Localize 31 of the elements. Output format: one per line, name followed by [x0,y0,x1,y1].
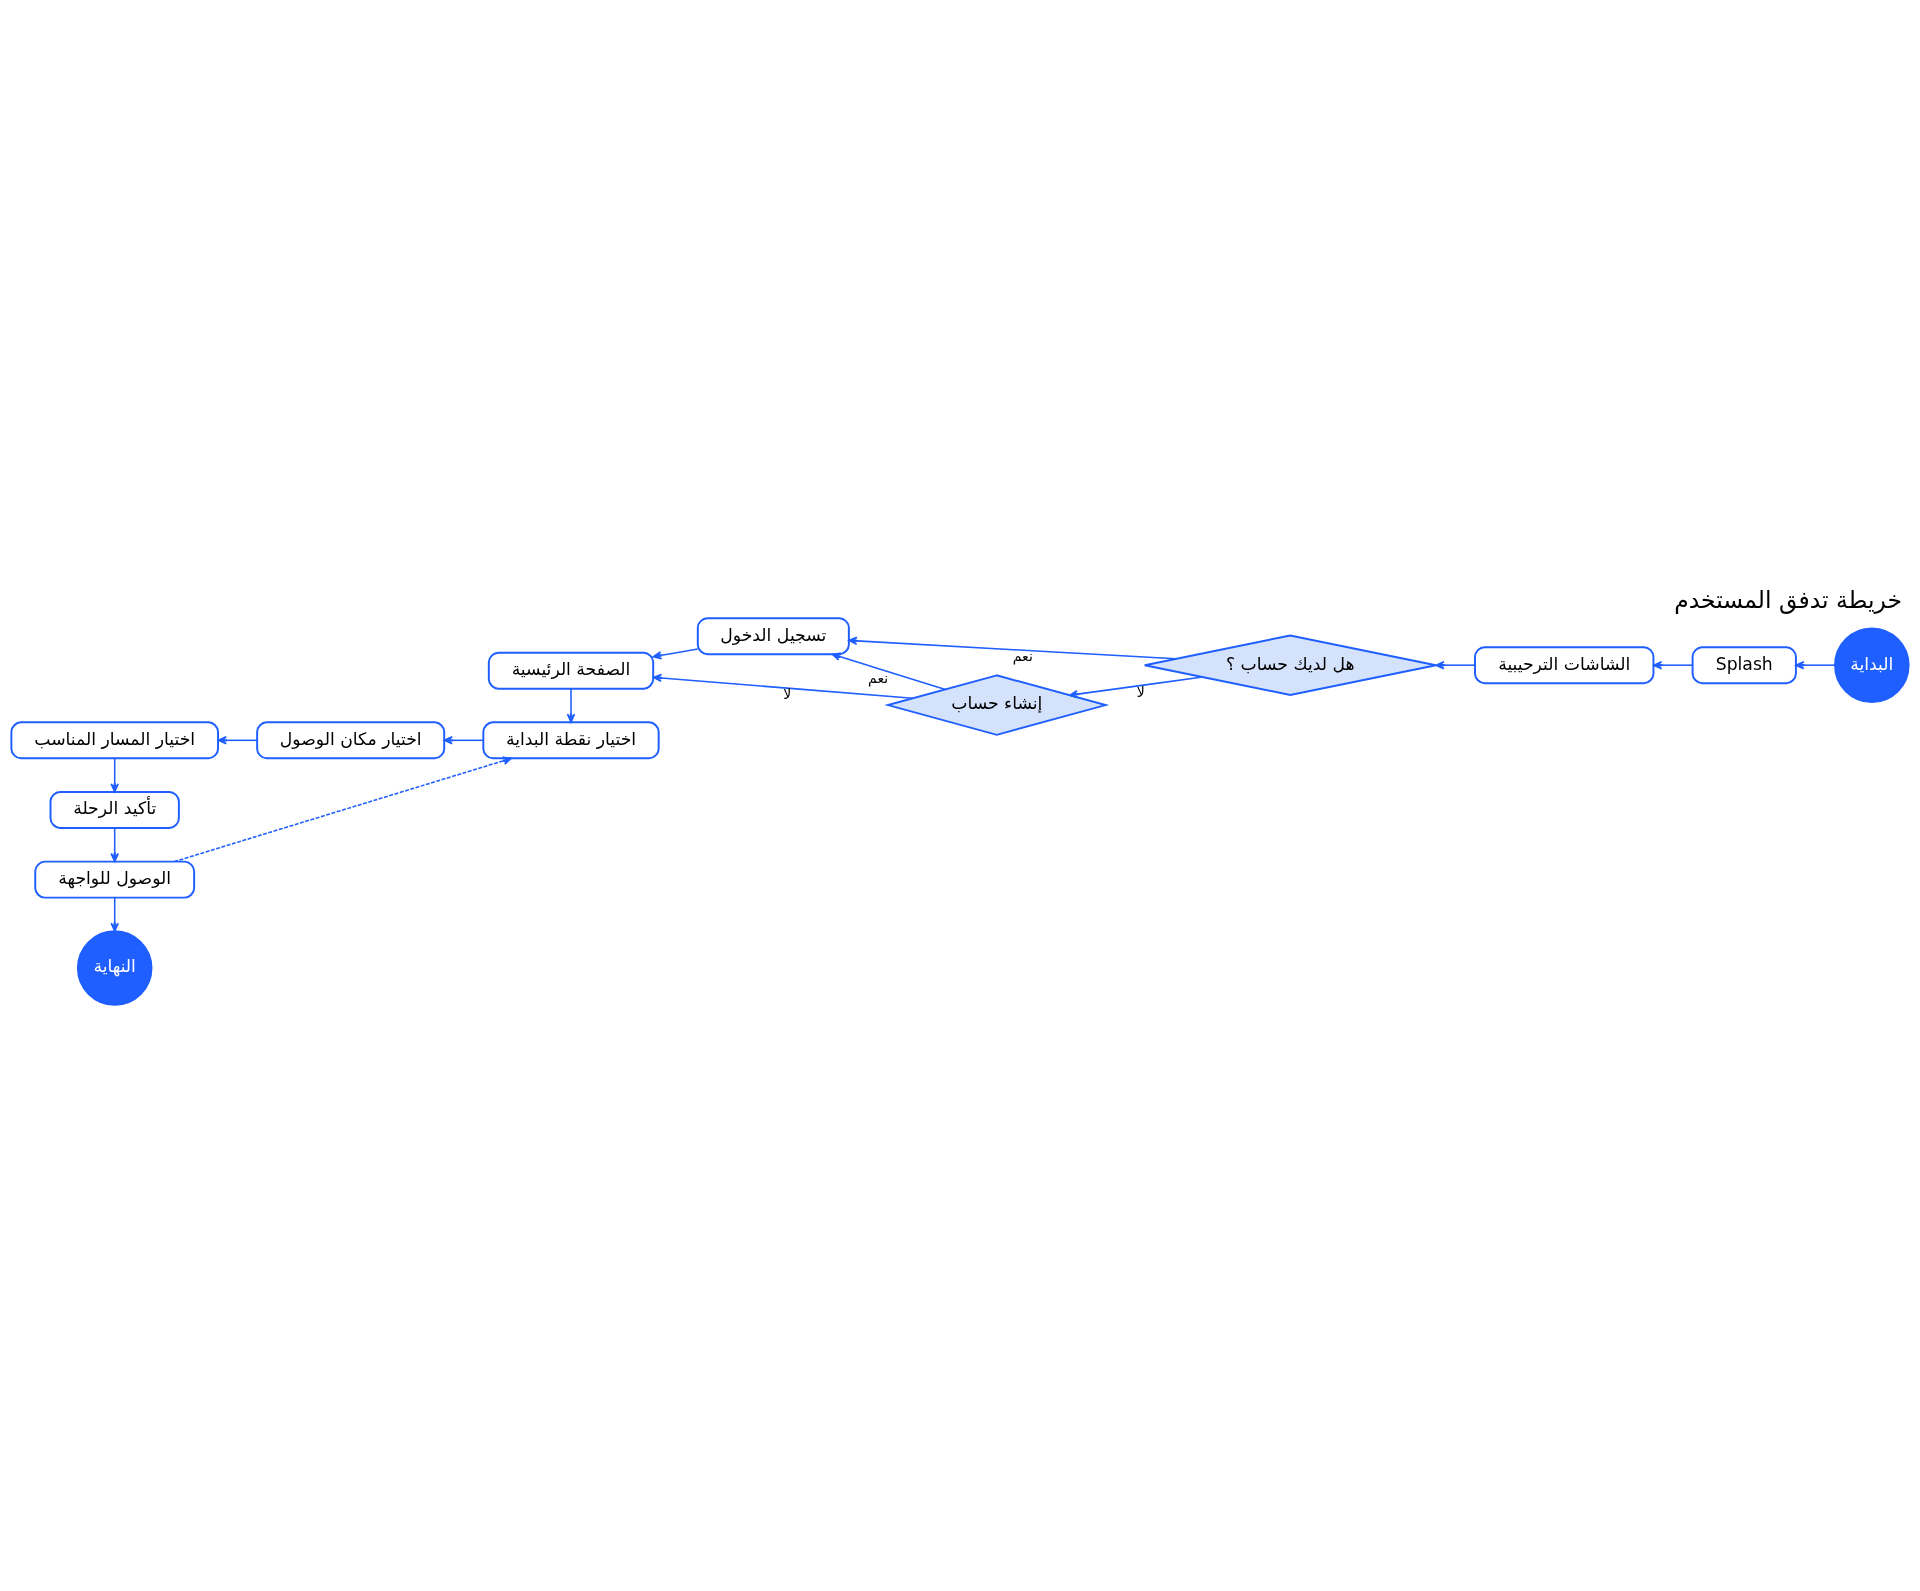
edge-label: لا [1136,684,1145,701]
node-box: الشاشات الترحيبية [1474,646,1655,685]
arrow [110,827,119,863]
edge-label: نعم [1012,647,1033,664]
diagram-title: خريطة تدفق المستخدم [1674,586,1902,615]
node-circle: البداية [1834,627,1910,703]
node-box: اختيار المسار المناسب [10,721,219,760]
arrow [1435,660,1476,670]
arrow [110,757,119,793]
node-box: الوصول للواجهة [34,860,196,899]
node-diamond: هل لديك حساب ؟ [1143,634,1437,696]
node-circle: النهاية [76,930,153,1006]
arrow [1795,660,1836,670]
arrow [848,636,1177,660]
arrow [652,673,914,700]
node-box: تأكيد الرحلة [49,791,180,829]
arrow [831,652,947,691]
node-box: اختيار نقطة البداية [482,721,660,760]
arrow [652,648,699,660]
arrow [566,687,576,723]
arrow [1653,660,1694,670]
node-box: اختيار مكان الوصول [256,721,446,760]
node-box: الصفحة الرئيسية [487,651,655,690]
arrow [443,736,484,745]
arrow [173,756,513,863]
edge-label: لا [783,686,792,703]
arrow [217,736,258,745]
arrow [110,896,119,932]
node-box: تسجيل الدخول [696,617,850,656]
arrow [1069,676,1204,699]
node-box: Splash [1691,646,1797,685]
